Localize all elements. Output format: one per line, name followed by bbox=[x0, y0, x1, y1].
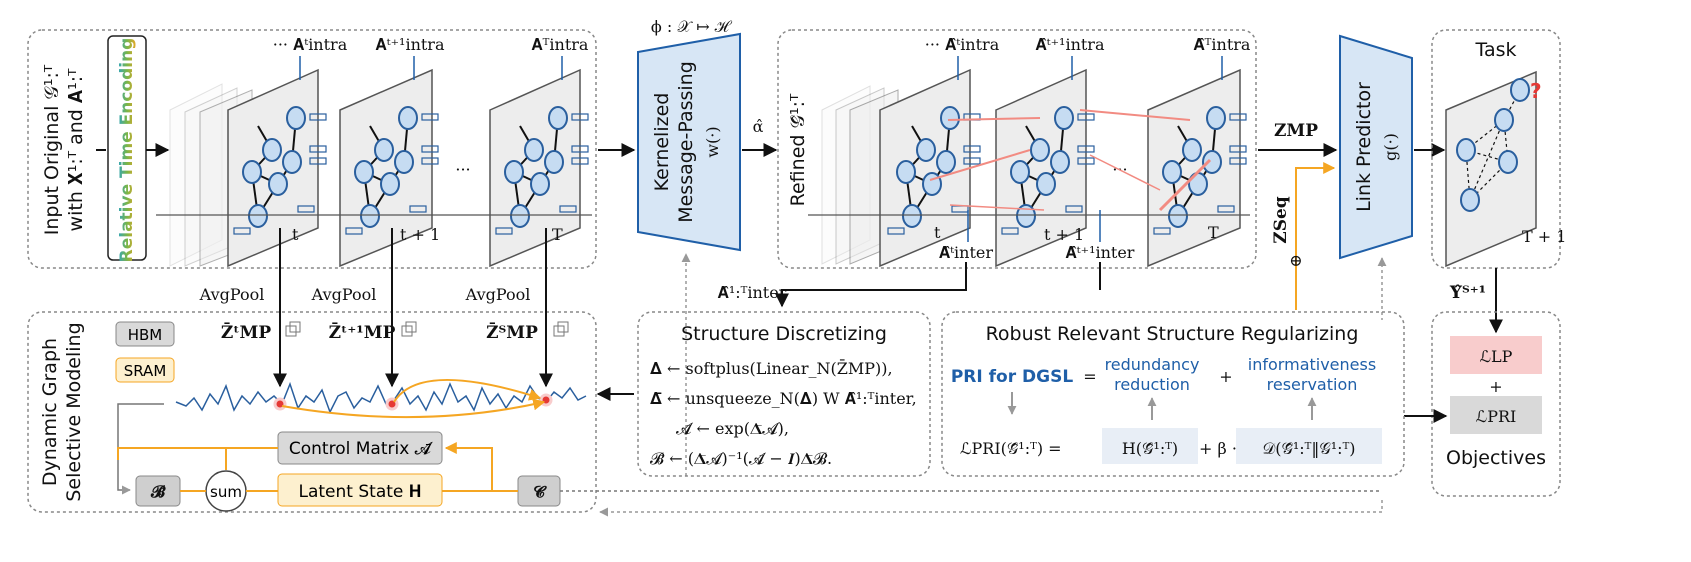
svg-text:=: = bbox=[1083, 367, 1096, 386]
zbar-t1: Z̄ᵗ⁺¹MP bbox=[329, 322, 396, 343]
pri-loss-box bbox=[1450, 396, 1542, 434]
structure-discretizing-panel: Structure Discretizing 𝚫 ← softplus(Line… bbox=[637, 311, 931, 477]
zbar-t: Z̄ᵗMP bbox=[221, 322, 272, 343]
snapshot-T bbox=[489, 68, 581, 268]
task-panel: Task ? T + 1 bbox=[1431, 29, 1566, 269]
svg-text:+ β ·: + β · bbox=[1199, 439, 1237, 458]
lp-loss: ℒLP bbox=[1480, 347, 1513, 366]
kernel-line2: Message-Passing bbox=[675, 61, 697, 223]
inter-all-label: 𝐀̂¹:ᵀinter bbox=[718, 283, 787, 302]
link-predictor: Link Predictor g(·) bbox=[1339, 34, 1413, 260]
h-term: H(𝒢̂¹:ᵀ) bbox=[1122, 439, 1178, 458]
snapshot-label-T: 𝐀ᵀintra bbox=[532, 35, 589, 54]
sram-box bbox=[115, 357, 175, 383]
regularizing-title: Robust Relevant Structure Regularizing bbox=[986, 323, 1359, 345]
zmp-label: 𝐙MP bbox=[1274, 121, 1318, 141]
sum-label: sum bbox=[210, 483, 242, 501]
objectives-panel: ℒLP + ℒPRI Objectives bbox=[1431, 311, 1561, 497]
objectives-title: Objectives bbox=[1446, 447, 1546, 469]
relative-time-encoding-box bbox=[107, 35, 147, 261]
eq4: 𝓑̄ ← (𝚫̄𝓐)⁻¹(𝓐̄ − 𝑰)𝚫̄𝓑. bbox=[650, 449, 832, 468]
informativeness-line2: reservation bbox=[1267, 375, 1358, 394]
pri-loss: ℒPRI bbox=[1476, 407, 1517, 426]
relative-time-encoding-label: Relative Time Encoding bbox=[117, 38, 137, 263]
yhat-label: 𝐘̂ᵀ⁺¹ bbox=[1449, 283, 1486, 303]
refined-tick-t: t bbox=[934, 223, 941, 242]
hbm-label: HBM bbox=[128, 326, 163, 344]
control-matrix-label: Control Matrix 𝓐̄ bbox=[289, 439, 434, 459]
pri-lhs: ℒPRI(𝒢̂¹:ᵀ) = bbox=[960, 439, 1062, 458]
zseq-label: 𝐙Seq bbox=[1271, 196, 1291, 244]
avgpool-T: AvgPool bbox=[465, 285, 531, 304]
task-time: T + 1 bbox=[1522, 227, 1566, 246]
link-predictor-line1: Link Predictor bbox=[1353, 82, 1375, 212]
input-label-line1: Input Original 𝒢¹:ᵀ bbox=[41, 64, 63, 235]
regularizing-panel: Robust Relevant Structure Regularizing P… bbox=[941, 311, 1405, 477]
kernel-line3: w(·) bbox=[703, 126, 722, 157]
refined-label-t: ··· 𝐀̂ᵗintra bbox=[925, 35, 1000, 54]
refined-tick-t1: t + 1 bbox=[1044, 225, 1084, 244]
b-label: 𝓑̄ bbox=[150, 482, 166, 501]
tick-t: t bbox=[292, 225, 299, 244]
kernelized-message-passing: ϕ : 𝒳 ↦ ℋ Kernelized Message-Passing w(·… bbox=[637, 17, 741, 252]
selective-label-line2: Selective Modeling bbox=[63, 322, 85, 501]
selective-modeling-panel: Dynamic Graph Selective Modeling HBM SRA… bbox=[27, 228, 597, 513]
snapshot-label-t: ··· 𝐀ᵗintra bbox=[273, 35, 348, 54]
eq3: 𝓐̄ ← exp(𝚫̄𝓐), bbox=[676, 419, 789, 438]
hbm-box bbox=[115, 321, 175, 347]
kernel-mapping: ϕ : 𝒳 ↦ ℋ bbox=[651, 17, 733, 36]
eq2: 𝚫̄ ← unsqueeze_N(𝚫) W 𝐀̂¹:ᵀinter, bbox=[650, 389, 917, 408]
svg-text:···: ··· bbox=[455, 160, 470, 179]
selective-label-line1: Dynamic Graph bbox=[39, 338, 61, 486]
discretizing-title: Structure Discretizing bbox=[681, 323, 887, 345]
redundancy-line2: reduction bbox=[1114, 375, 1190, 394]
oplus-symbol: ⊕ bbox=[1289, 251, 1302, 270]
refined-label-T: 𝐀̂ᵀintra bbox=[1194, 35, 1251, 54]
task-title: Task bbox=[1474, 39, 1516, 61]
snapshot-label-t1: 𝐀ᵗ⁺¹intra bbox=[376, 35, 445, 54]
svg-text:+: + bbox=[1489, 377, 1502, 396]
link-predictor-line2: g(·) bbox=[1381, 133, 1400, 161]
avgpool-t1: AvgPool bbox=[311, 285, 377, 304]
avgpool-t: AvgPool bbox=[199, 285, 265, 304]
task-question: ? bbox=[1530, 79, 1542, 103]
pri-label: PRI for DGSL bbox=[951, 367, 1073, 387]
refined-snapshot-T bbox=[1147, 68, 1241, 268]
refined-label-t1: 𝐀̂ᵗ⁺¹intra bbox=[1036, 35, 1105, 54]
eq1: 𝚫 ← softplus(Linear_N(Z̄MP)), bbox=[650, 357, 893, 378]
refined-tick-T: T bbox=[1208, 223, 1219, 242]
refined-label: Refined 𝒢̂¹:ᵀ bbox=[787, 93, 809, 206]
refined-panel: Refined 𝒢̂¹:ᵀ ··· ··· 𝐀̂ᵗintra 𝐀̂ᵗ⁺¹intr… bbox=[777, 29, 1257, 269]
d-term: 𝒟(𝒢̂¹:ᵀ‖𝒢¹:ᵀ) bbox=[1262, 439, 1355, 458]
input-panel: Input Original 𝒢¹:ᵀ with 𝐗¹:ᵀ and 𝐀¹:ᵀ R… bbox=[27, 29, 597, 269]
input-label-line2: with 𝐗¹:ᵀ and 𝐀¹:ᵀ bbox=[65, 68, 87, 232]
c-label: 𝓒 bbox=[533, 482, 547, 501]
inter-label-t: 𝐀̂ᵗinter bbox=[939, 243, 993, 262]
alpha-hat: α̂ bbox=[753, 117, 764, 136]
tick-t1: t + 1 bbox=[400, 225, 440, 244]
informativeness-line1: informativeness bbox=[1248, 355, 1376, 374]
redundancy-line1: redundancy bbox=[1105, 355, 1200, 374]
sram-label: SRAM bbox=[124, 362, 167, 380]
kernel-line1: Kernelized bbox=[651, 93, 673, 192]
latent-state-label: Latent State 𝐇 bbox=[299, 482, 422, 502]
inter-label-t1: 𝐀̂ᵗ⁺¹inter bbox=[1066, 243, 1135, 262]
tick-T: T bbox=[552, 225, 563, 244]
lp-loss-box bbox=[1450, 336, 1542, 374]
zbar-T: Z̄ᵀMP bbox=[486, 322, 538, 343]
svg-text:+: + bbox=[1219, 367, 1232, 386]
